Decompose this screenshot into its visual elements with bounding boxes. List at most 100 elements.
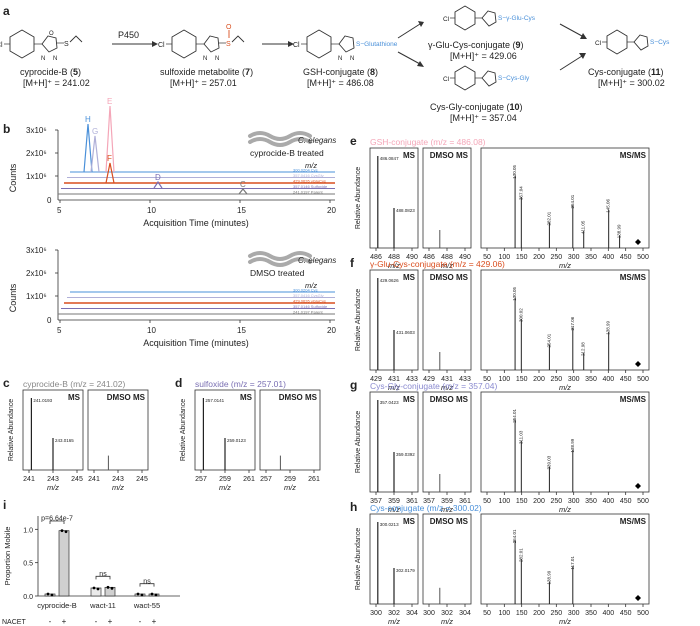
- svg-text:O: O: [226, 24, 232, 31]
- x-tick-label: 20: [327, 326, 336, 335]
- x-tick-label: 245: [71, 476, 83, 483]
- nacet-sign: -: [95, 617, 98, 626]
- x-tick-label: 359: [441, 498, 453, 505]
- x-axis-label: m/z: [559, 505, 571, 514]
- x-tick-label: 50: [483, 498, 491, 505]
- svg-text:S: S: [226, 41, 231, 48]
- svg-text:N: N: [215, 56, 219, 62]
- x-axis-label: m/z: [388, 261, 400, 270]
- ns-label: ns: [143, 578, 151, 585]
- ms-box-label: MS: [403, 151, 416, 160]
- x-tick-label: 100: [498, 254, 510, 261]
- y-axis-label: Counts: [8, 163, 18, 192]
- bar: [58, 530, 70, 597]
- y-axis-label: Relative Abundance: [355, 167, 362, 229]
- peak-mz: 488.0823: [396, 208, 415, 213]
- x-tick-label: 243: [47, 476, 59, 483]
- significance-bracket: [139, 583, 155, 587]
- group-label: cyprocide-B: [37, 601, 77, 610]
- panel-label-a: a: [3, 4, 10, 18]
- chrom-peak: [153, 180, 163, 189]
- structure-gsh: Cl N N S−Glutathione: [293, 29, 398, 62]
- ms-title: Cys-Gly-conjugate (m/z = 357.04): [370, 381, 497, 391]
- peak-label: E: [107, 97, 112, 106]
- precursor-marker: [635, 483, 641, 489]
- x-tick-label: 400: [602, 498, 614, 505]
- x-tick-label: 357: [423, 498, 435, 505]
- x-tick-label: 50: [483, 376, 491, 383]
- x-tick-label: 300: [568, 254, 580, 261]
- peak-label: D: [155, 173, 161, 182]
- x-tick-label: 300: [568, 610, 580, 617]
- x-tick-label: 486: [423, 254, 435, 261]
- trace-label: 357.0146 Sulfoxide: [293, 304, 328, 309]
- x-tick-label: 241: [88, 476, 100, 483]
- peak-mz: 259.0123: [227, 438, 246, 443]
- x-tick-label: 490: [406, 254, 418, 261]
- x-tick-label: 450: [620, 376, 632, 383]
- x-tick-label: 300: [568, 376, 580, 383]
- fragment-label: 339.03: [546, 455, 551, 469]
- x-tick-label: 361: [406, 498, 418, 505]
- y-tick-label: 0: [47, 196, 52, 205]
- x-tick-label: 431: [441, 376, 453, 383]
- x-tick-label: 488: [441, 254, 453, 261]
- trace-label: 357.0416 CysGly: [293, 293, 324, 298]
- data-point: [50, 593, 54, 597]
- condition-label: DMSO treated: [250, 268, 305, 278]
- fragment-label: 411.05: [581, 220, 586, 234]
- x-tick-label: 100: [498, 610, 510, 617]
- ms-title: sulfoxide (m/z = 257.01): [195, 379, 286, 389]
- ms-box-label: MS/MS: [620, 395, 647, 404]
- ms-box-label: MS: [403, 395, 416, 404]
- y-axis-label: Relative Abundance: [8, 399, 15, 461]
- organism-label: C. elegans: [298, 256, 336, 265]
- peak-mz: 431.0603: [396, 330, 415, 335]
- x-axis-label: m/z: [112, 483, 124, 492]
- svg-text:S−Cys: S−Cys: [650, 39, 670, 46]
- data-point: [46, 592, 50, 596]
- y-tick-label: 0.0: [23, 594, 33, 601]
- x-tick-label: 241: [23, 476, 35, 483]
- worm-icon: [248, 251, 312, 261]
- ms-box: [422, 513, 472, 605]
- nacet-sign: -: [139, 617, 142, 626]
- x-tick-label: 250: [550, 610, 562, 617]
- svg-text:O: O: [49, 31, 54, 37]
- gsh-name: GSH-conjugate (8): [303, 67, 378, 77]
- x-tick-label: 200: [533, 376, 545, 383]
- x-tick-label: 490: [459, 254, 471, 261]
- x-tick-label: 304: [406, 610, 418, 617]
- cys-mass: [M+H]⁺ = 300.02: [598, 78, 665, 88]
- svg-text:Cl: Cl: [158, 42, 165, 49]
- svg-text:Cl: Cl: [293, 42, 300, 49]
- nacet-label: NACET: [2, 619, 26, 626]
- x-tick-label: 450: [620, 254, 632, 261]
- trace-label: 241.0197 Parent: [293, 190, 323, 195]
- x-tick-label: 100: [498, 376, 510, 383]
- chrom-peak: [105, 162, 115, 184]
- x-tick-label: 15: [237, 206, 246, 215]
- data-point: [64, 530, 68, 534]
- x-tick-label: 357: [370, 498, 382, 505]
- data-point: [154, 593, 158, 597]
- peak-label: C: [240, 180, 246, 189]
- svg-text:S: S: [64, 41, 69, 48]
- nacet-sign: +: [152, 617, 157, 626]
- x-tick-label: 250: [550, 376, 562, 383]
- worm-icon: [248, 131, 312, 141]
- x-tick-label: 350: [585, 610, 597, 617]
- y-tick-label: 1x10⁶: [26, 292, 47, 301]
- structure-cysgly: Cl S−Cys-Gly: [443, 65, 530, 91]
- group-label: wact-11: [89, 601, 116, 610]
- y-tick-label: 0: [47, 316, 52, 325]
- y-tick-label: 2x10⁶: [26, 269, 47, 278]
- x-tick-label: 300: [370, 610, 382, 617]
- x-tick-label: 486: [370, 254, 382, 261]
- panel-label-b: b: [3, 122, 10, 136]
